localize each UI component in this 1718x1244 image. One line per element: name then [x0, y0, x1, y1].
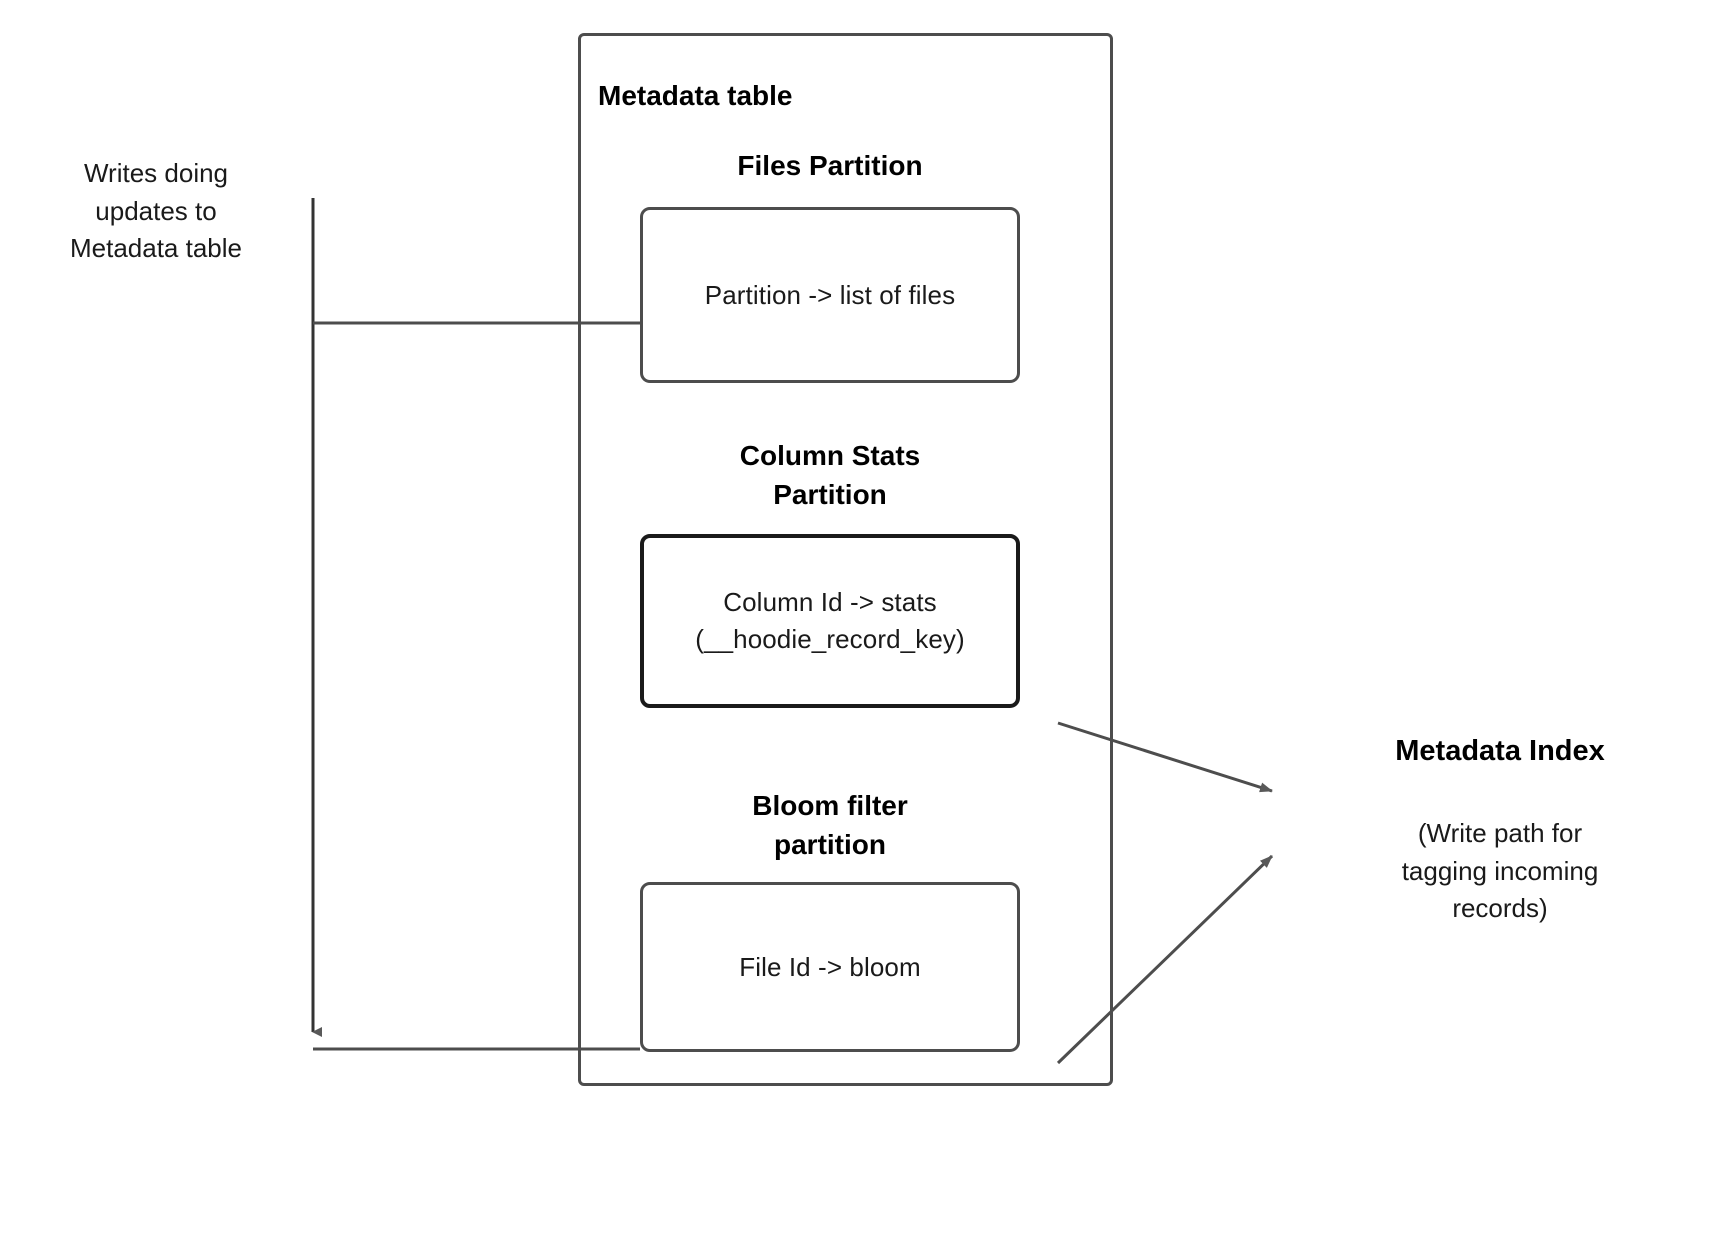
files-partition-body: Partition -> list of files: [704, 279, 956, 310]
column-stats-partition-box: Column Id -> stats (__hoodie_record_key): [640, 534, 1020, 708]
bloom-filter-partition-title: Bloom filter partition: [640, 787, 1020, 864]
metadata-table-title: Metadata table: [598, 80, 793, 111]
writes-caption-line-2: updates to: [95, 195, 217, 226]
metadata-index-subtitle-line-3: records): [1452, 893, 1548, 924]
metadata-index-subtitle-line-2: tagging incoming: [1401, 855, 1599, 886]
writes-caption: Writes doing updates to Metadata table: [6, 155, 306, 268]
metadata-index-subtitle-line-1: (Write path for: [1417, 818, 1583, 848]
column-stats-partition-title: Column Stats Partition: [640, 437, 1020, 514]
metadata-index-subtitle: (Write path for tagging incoming records…: [1300, 815, 1700, 928]
bloom-filter-partition-box: File Id -> bloom: [640, 882, 1020, 1052]
column-stats-body-line-1: Column Id -> stats: [723, 587, 937, 618]
metadata-index-title: Metadata Index: [1395, 735, 1605, 767]
writes-caption-line-1: Writes doing: [83, 158, 229, 188]
column-stats-partition-title-line-1: Column Stats: [739, 440, 921, 471]
writes-caption-line-3: Metadata table: [69, 233, 242, 264]
bloom-filter-partition-title-line-1: Bloom filter: [752, 790, 908, 821]
files-partition-box: Partition -> list of files: [640, 207, 1020, 383]
bloom-filter-partition-title-line-2: partition: [774, 828, 886, 860]
bloom-filter-partition-body: File Id -> bloom: [739, 951, 921, 982]
files-partition-title: Files Partition: [737, 150, 923, 181]
column-stats-body-line-2: (__hoodie_record_key): [695, 624, 965, 654]
column-stats-partition-body: Column Id -> stats (__hoodie_record_key): [685, 584, 975, 658]
column-stats-partition-title-line-2: Partition: [773, 478, 887, 510]
metadata-table-container: [578, 33, 1113, 1086]
